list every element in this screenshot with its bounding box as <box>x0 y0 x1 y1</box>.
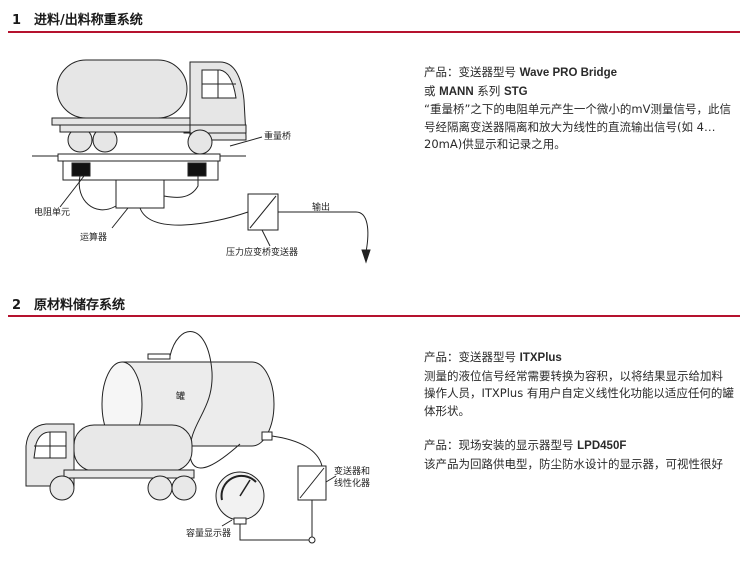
tank-hatch <box>147 353 171 360</box>
label-resistor-unit: 电阻单元 <box>34 206 70 218</box>
leader-transmitter2 <box>325 475 337 483</box>
section2-description: 产品：变送器型号 ITXPlus 测量的液位信号经常需要转换为容积，以将结果显示… <box>424 349 734 473</box>
section1-series-model: MANN <box>439 85 474 98</box>
section1-series-suffix: STG <box>503 85 528 98</box>
load-cell-right <box>187 162 207 177</box>
calculator-box <box>115 179 165 209</box>
section2-number: 2 <box>12 298 22 313</box>
section2-product1-body: 测量的液位信号经常需要转换为容积，以将结果显示给加料操作人员，ITXPlus 有… <box>424 368 734 418</box>
section1-product-line: 产品：变送器型号 Wave PRO Bridge <box>424 64 734 83</box>
label-transmitter-linearizer-2: 线性化器 <box>334 477 370 489</box>
section1-product-model: Wave PRO Bridge <box>519 67 618 79</box>
bridge-plate <box>57 153 221 162</box>
truck-tank <box>56 59 188 119</box>
section2-product1-model: ITXPlus <box>519 352 562 364</box>
label-pressure-transmitter: 压力应变桥变送器 <box>226 246 298 258</box>
label-transmitter-linearizer-1: 变送器和 <box>334 465 370 477</box>
label-output: 输出 <box>312 201 330 213</box>
load-cell-left <box>71 162 91 177</box>
section1-series-prefix: 或 <box>424 83 440 98</box>
leader-calc <box>111 207 129 229</box>
label-capacity-display: 容量显示器 <box>186 527 231 539</box>
section1-product-prefix: 产品：变送器型号 <box>424 65 520 79</box>
section1-body: “重量桥”之下的电阻单元产生一个微小的mV测量信号，此信号经隔离变送器隔离和放大… <box>424 102 731 151</box>
section2-product2-model: LPD450F <box>577 440 627 452</box>
truck2-wheel-3 <box>171 475 197 501</box>
sensor-cable <box>169 331 241 469</box>
section2-title: 2 原材料储存系统 <box>12 294 125 313</box>
leader-cell <box>59 175 85 208</box>
section1-divider <box>8 31 740 33</box>
section1-number: 1 <box>12 13 22 28</box>
tank-to-transmitter <box>271 435 323 467</box>
output-line <box>278 211 369 253</box>
leader-display <box>221 519 233 527</box>
leader-bridge <box>229 136 263 147</box>
wire-right <box>163 176 199 198</box>
section1-series-line: 或 MANN 系列 STG <box>424 83 734 102</box>
section2-divider <box>8 315 740 317</box>
section1-series-mid: 系列 <box>473 83 504 98</box>
label-tank: 罐 <box>176 390 185 402</box>
loop-terminal <box>308 536 316 544</box>
section2-product1-prefix: 产品：变送器型号 <box>424 350 520 364</box>
section2-product2-prefix: 产品：现场安装的显示器型号 <box>424 438 578 452</box>
section2-product2: 产品：现场安装的显示器型号 LPD450F <box>424 437 734 456</box>
leader-transmitter <box>261 229 271 247</box>
truck2-chassis <box>63 469 195 479</box>
truck2-wheel-1 <box>49 475 75 501</box>
section1-title-text: 进料/出料称重系统 <box>34 13 143 28</box>
wire-to-transmitter <box>139 207 249 226</box>
wheel-3 <box>187 129 213 155</box>
label-calculator: 运算器 <box>80 231 107 243</box>
label-scale-bridge: 重量桥 <box>264 130 291 142</box>
section1-description: 产品：变送器型号 Wave PRO Bridge 或 MANN 系列 STG “… <box>424 64 734 154</box>
truck2-tank <box>73 424 193 472</box>
section2-product1: 产品：变送器型号 ITXPlus <box>424 349 734 368</box>
loop-wire <box>239 500 313 541</box>
section2-title-text: 原材料储存系统 <box>34 298 126 313</box>
section1-title: 1 进料/出料称重系统 <box>12 9 143 28</box>
section2-product2-body: 该产品为回路供电型，防尘防水设计的显示器，可视性很好 <box>424 456 723 471</box>
truck2-wheel-2 <box>147 475 173 501</box>
output-arrow <box>361 249 371 264</box>
